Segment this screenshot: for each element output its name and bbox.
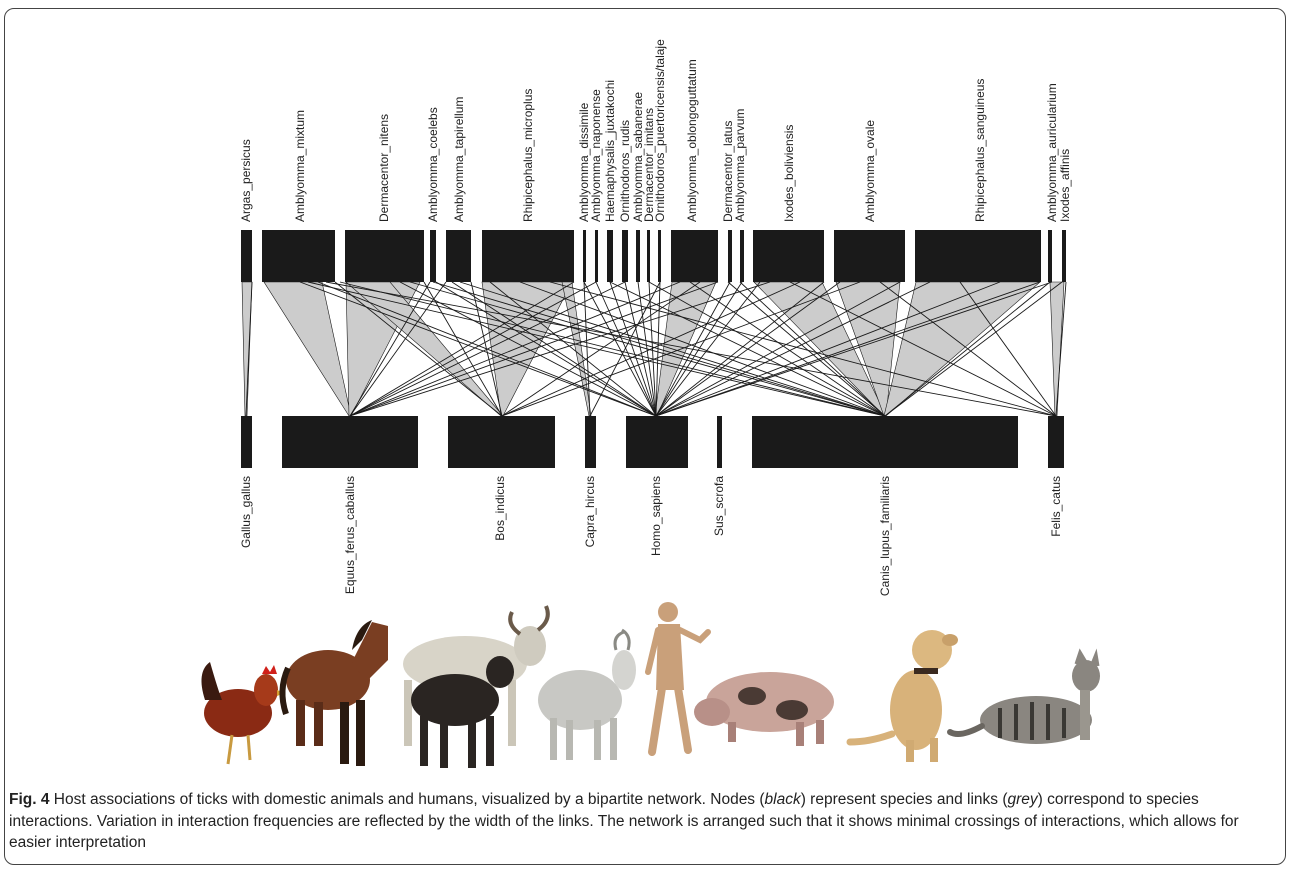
host-label-gallus-gallus: Gallus_gallus [239, 476, 253, 548]
tick-label-ixodes-boliviensis: Ixodes_boliviensis [782, 125, 796, 222]
host-node-felis-catus [1048, 416, 1064, 468]
goat-icon [538, 630, 636, 760]
host-label-capra-hircus: Capra_hircus [583, 476, 597, 547]
bipartite-network: Argas_persicus Amblyomma_mixtum Dermacento… [0, 0, 1292, 790]
host-label-bos-indicus: Bos_indicus [493, 476, 507, 541]
cat-icon [950, 652, 1100, 744]
host-label-sus-scrofa: Sus_scrofa [712, 476, 726, 536]
tick-node-amblyomma-auricularium [1048, 230, 1052, 282]
cattle-icon [403, 606, 548, 768]
tick-node-amblyomma-dissimile [583, 230, 586, 282]
tick-label-ixodes-affinis: Ixodes_affinis [1058, 149, 1072, 222]
host-label-equus-ferus-caballus: Equus_ferus_caballus [343, 476, 357, 594]
caption-text-2: ) represent species and links ( [801, 791, 1008, 808]
tick-node-ixodes-affinis [1062, 230, 1066, 282]
tick-label-amblyomma-naponense: Amblyomma_naponense [589, 89, 603, 222]
host-label-canis-lupus-familiaris: Canis_lupus_familiaris [878, 476, 892, 596]
tick-labels-group: Argas_persicus Amblyomma_mixtum Dermacento… [239, 39, 1072, 222]
host-node-bos-indicus [448, 416, 555, 468]
tick-label-argas-persicus: Argas_persicus [239, 139, 253, 222]
tick-label-amblyomma-parvum: Amblyomma_parvum [733, 109, 747, 222]
tick-node-argas-persicus [241, 230, 252, 282]
figure-caption: Fig. 4 Host associations of ticks with d… [9, 789, 1277, 854]
tick-node-amblyomma-tapirellum [446, 230, 471, 282]
tick-label-dermacentor-nitens: Dermacentor_nitens [377, 114, 391, 222]
tick-node-haemaphysalis-juxtakochi [607, 230, 613, 282]
host-node-equus-ferus-caballus [282, 416, 418, 468]
tick-node-rhipicephalus-sanguineus [915, 230, 1041, 282]
tick-node-amblyomma-coelebs [430, 230, 436, 282]
tick-node-amblyomma-oblongoguttatum [671, 230, 718, 282]
tick-label-amblyomma-ovale: Amblyomma_ovale [863, 120, 877, 222]
caption-label: Fig. 4 [9, 791, 49, 808]
tick-node-amblyomma-parvum [740, 230, 744, 282]
tick-node-amblyomma-sabanerae [636, 230, 640, 282]
chicken-icon [201, 662, 285, 764]
tick-label-amblyomma-auricularium: Amblyomma_auricularium [1045, 83, 1059, 222]
pig-icon [694, 672, 834, 746]
tick-label-ornithodoros-puertoricensis-talaje: Ornithodoros_puertoricensis/talaje [653, 39, 667, 222]
host-node-gallus-gallus [241, 416, 252, 468]
tick-label-haemaphysalis-juxtakochi: Haemaphysalis_juxtakochi [603, 80, 617, 222]
tick-nodes-group [241, 230, 1066, 282]
host-label-felis-catus: Felis_catus [1049, 476, 1063, 537]
tick-label-amblyomma-mixtum: Amblyomma_mixtum [293, 110, 307, 222]
tick-node-ornithodoros-rudis [622, 230, 628, 282]
tick-node-dermacentor-latus [728, 230, 732, 282]
host-label-homo-sapiens: Homo_sapiens [649, 476, 663, 556]
tick-node-rhipicephalus-microplus [482, 230, 574, 282]
horse-icon [282, 620, 388, 766]
tick-label-rhipicephalus-sanguineus: Rhipicephalus_sanguineus [973, 79, 987, 222]
tick-label-amblyomma-tapirellum: Amblyomma_tapirellum [452, 97, 466, 222]
tick-node-dermacentor-nitens [345, 230, 424, 282]
link-fill-1 [264, 282, 351, 416]
tick-label-amblyomma-oblongoguttatum: Amblyomma_oblongoguttatum [685, 59, 699, 222]
host-node-homo-sapiens [626, 416, 688, 468]
tick-node-amblyomma-naponense [595, 230, 598, 282]
tick-label-ornithodoros-rudis: Ornithodoros_rudis [618, 120, 632, 222]
link-fill-10 [1050, 282, 1064, 416]
host-labels-group: Gallus_gallus Equus_ferus_caballus Bos_ind… [239, 476, 1063, 596]
caption-grey-word: grey [1007, 791, 1037, 808]
tick-node-ornithodoros-puertoricensis-talaje [658, 230, 661, 282]
tick-node-amblyomma-mixtum [262, 230, 335, 282]
tick-label-amblyomma-coelebs: Amblyomma_coelebs [426, 107, 440, 222]
tick-node-dermacentor-imitans [647, 230, 650, 282]
caption-black-word: black [765, 791, 801, 808]
tick-node-amblyomma-ovale [834, 230, 905, 282]
dog-icon [850, 630, 958, 762]
human-icon [648, 602, 708, 752]
host-node-capra-hircus [585, 416, 596, 468]
tick-node-ixodes-boliviensis [753, 230, 824, 282]
tick-label-rhipicephalus-microplus: Rhipicephalus_microplus [521, 89, 535, 222]
host-node-canis-lupus-familiaris [752, 416, 1018, 468]
host-node-sus-scrofa [717, 416, 722, 468]
caption-text-1: Host associations of ticks with domestic… [49, 791, 764, 808]
animal-pictures [201, 602, 1100, 768]
host-nodes-group [241, 416, 1064, 468]
